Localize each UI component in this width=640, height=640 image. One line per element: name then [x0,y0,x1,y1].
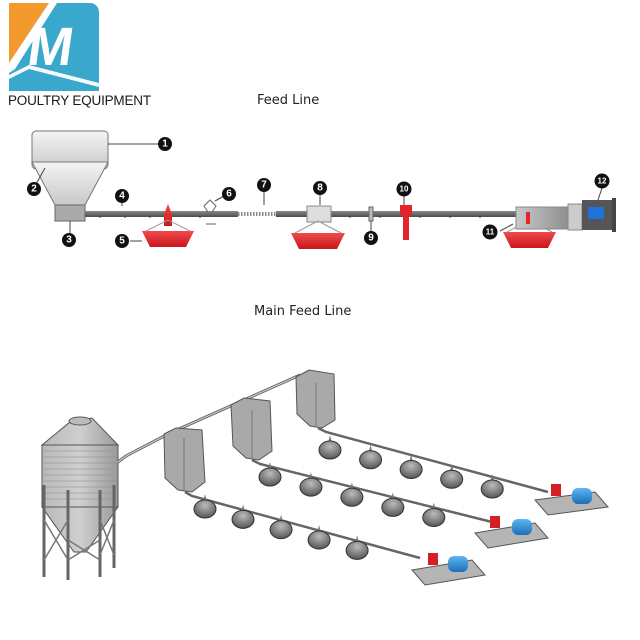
hopper [31,130,109,222]
feeder-pan [381,492,405,517]
feed-tube [276,211,516,217]
hanger [203,199,217,225]
feeder-pan [307,525,331,550]
svg-text:4: 4 [119,191,125,202]
feed-line-3 [317,426,549,494]
feed-line-1 [184,490,421,560]
svg-text:6: 6 [226,189,232,200]
callout-9: 9 [364,231,378,245]
brand-name: POULTRY EQUIPMENT [8,93,151,108]
silo [40,416,120,580]
svg-text:3: 3 [66,235,72,246]
feeder-pan [345,535,369,560]
callout-7: 7 [257,178,271,192]
feeder-pan [231,504,255,529]
svg-text:11: 11 [486,228,495,237]
feed-sensor [400,205,412,215]
callout-2: 2 [27,182,41,196]
callout-8: 8 [313,181,327,195]
feeder-pan [422,502,446,528]
callout-markers: 1 2 3 4 5 6 7 8 9 10 11 12 [27,137,610,248]
feeder-pan [258,462,282,487]
feeder-pan [269,514,293,540]
drive-motor [515,198,616,232]
feeder-pan [440,464,464,489]
callout-6: 6 [222,187,236,201]
logo-letter: M [24,17,77,77]
line-hopper [230,397,273,461]
feeder-pan [318,435,342,460]
main-feed-line-title: Main Feed Line [254,304,352,319]
feeder-pan [142,204,194,247]
line-hopper [295,369,336,429]
svg-text:9: 9 [368,233,374,244]
feeder-pan [193,494,217,519]
feed-line-title: Feed Line [257,93,320,108]
line-hopper [163,427,206,493]
brand-logo: M [9,3,99,91]
feeder-pan [299,472,323,497]
callout-4: 4 [115,189,129,203]
feed-tube [85,211,238,217]
drive-unit-2 [474,516,549,549]
svg-text:5: 5 [119,236,125,247]
feed-line-2 [251,458,493,524]
callout-12: 12 [594,173,610,189]
drive-unit-3 [534,484,609,516]
svg-text:10: 10 [400,185,409,194]
callout-1: 1 [158,137,172,151]
feeder-pan [480,474,504,499]
drive-unit-1 [411,553,486,586]
callout-10: 10 [396,181,412,197]
feeder-pan [291,205,345,249]
callout-11: 11 [482,224,498,240]
feeder-pan [359,444,383,470]
feed-lines [184,426,549,560]
svg-text:12: 12 [598,177,607,186]
svg-text:1: 1 [162,139,168,150]
feeder-pan [399,454,423,479]
svg-text:7: 7 [261,180,267,191]
callout-5: 5 [115,234,129,248]
feeder-pan [340,482,364,507]
callout-3: 3 [62,233,76,247]
svg-text:8: 8 [317,183,323,194]
svg-text:2: 2 [31,184,37,195]
main-pipe [117,373,301,464]
